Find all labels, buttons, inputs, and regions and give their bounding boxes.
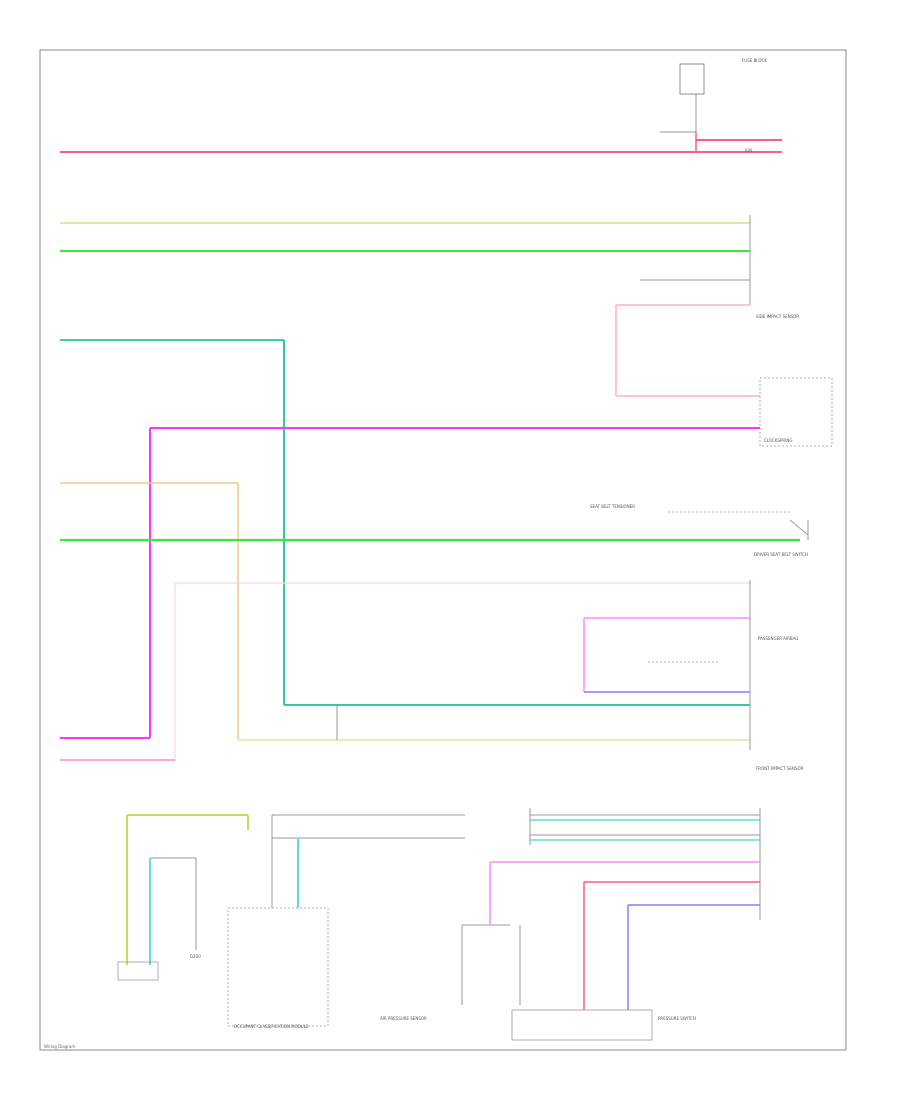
ground-label: G200 [190,954,201,959]
wire-orange [60,482,750,741]
side-impact-label: SIDE IMPACT SENSOR [756,314,799,319]
ign-label: IGN [745,148,752,153]
driver-seat-belt-label: DRIVER SEAT BELT SWITCH [754,552,808,557]
wire-passenger-loop [583,617,750,693]
wire-violet-lower [627,904,760,1010]
passenger-airbag-label: PASSENGER AIRBAG [758,636,798,641]
page-code-label: Wiring Diagram [44,1044,75,1049]
fuse-block [679,63,705,95]
sensor-left-connector [117,961,159,981]
wire-teal-long [60,339,750,706]
wire-magenta [60,427,760,739]
fuse-block-label: FUSE BLOCK [742,58,767,63]
wire-magenta-lower [489,861,760,925]
wire-pink-loop [615,304,760,397]
pressure-sensor-label: AIR PRESSURE SENSOR [380,1016,427,1021]
module-connector [227,907,329,1027]
module-bottom-label: OCCUPANT CLASSIFICATION MODULE [234,1024,309,1029]
pressure-switch-connector [511,1009,653,1041]
wire-red-top [60,132,782,153]
wire-red-lower [583,881,760,1010]
diagram-frame [39,49,847,1051]
front-impact-label: FRONT IMPACT SENSOR [756,766,804,771]
clockspring-box [759,377,833,447]
pressure-switch-label: PRESSURE SWITCH [658,1016,696,1021]
clockspring-label: CLOCKSPRING [764,438,792,443]
wire-yellow-green-lower [126,814,249,965]
wire-cyan-lower-left [149,857,197,965]
seat-belt-tensioner-label: SEAT BELT TENSIONER [590,504,635,509]
wire-faint-pink [60,582,750,761]
